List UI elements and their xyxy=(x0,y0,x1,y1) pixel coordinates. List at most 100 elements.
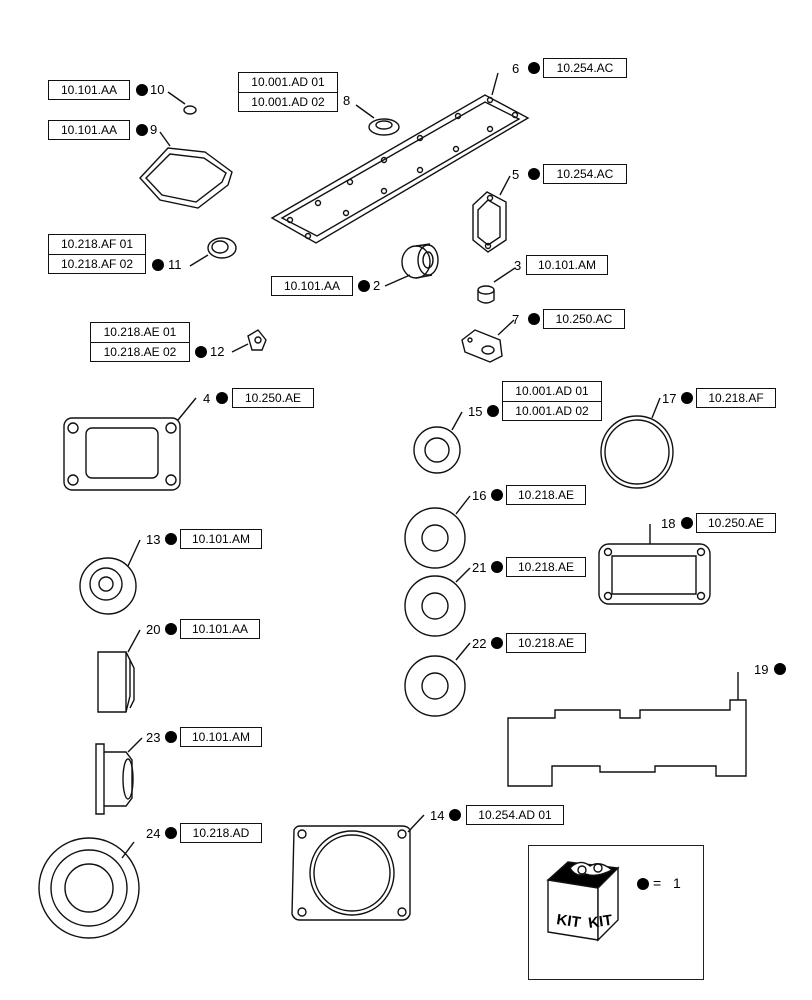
part-number: 5 xyxy=(512,167,520,182)
part-number: 9 xyxy=(150,122,158,137)
part-17-ring xyxy=(600,397,674,489)
part-24-seal xyxy=(38,837,140,939)
bullet-dot xyxy=(528,313,540,325)
part-number: 11 xyxy=(168,257,182,272)
ref-box: 10.250.AC xyxy=(543,309,625,329)
bullet-dot xyxy=(487,405,499,417)
part-number: 12 xyxy=(210,344,225,359)
bullet-dot xyxy=(136,124,148,136)
ref-line: 10.001.AD 02 xyxy=(515,404,589,418)
ref-box: 10.218.AE 01 10.218.AE 02 xyxy=(90,322,190,362)
bullet-dot xyxy=(528,168,540,180)
part-number: 18 xyxy=(661,516,676,531)
part-11-seal xyxy=(189,237,237,267)
part-number: 13 xyxy=(146,532,161,547)
ref-box: 10.001.AD 01 10.001.AD 02 xyxy=(238,72,338,112)
ref-line: 10.218.AF 02 xyxy=(60,257,134,271)
ref-box: 10.218.AE xyxy=(506,633,586,653)
part-number: 16 xyxy=(472,488,487,503)
part-16-washer xyxy=(404,495,471,569)
ref-line: 10.001.AD 01 xyxy=(503,382,601,402)
ref-box: 10.218.AD xyxy=(180,823,262,843)
kit-legend-box: = 1 xyxy=(528,845,704,980)
part-number: 22 xyxy=(472,636,487,651)
kit-label-right: KIT xyxy=(587,912,613,932)
part-number: 10 xyxy=(150,82,165,97)
bullet-dot xyxy=(165,533,177,545)
bullet-dot xyxy=(528,62,540,74)
part-20-cap xyxy=(97,629,141,713)
bullet-dot xyxy=(358,280,370,292)
ref-box: 10.101.AA xyxy=(48,120,130,140)
part-23-bushing xyxy=(95,737,143,815)
part-15-washer xyxy=(413,411,463,474)
part-8-seal-ring xyxy=(355,104,400,136)
bullet-dot xyxy=(774,663,786,675)
part-number: 14 xyxy=(430,808,445,823)
part-10-oring xyxy=(167,91,197,115)
part-number: 7 xyxy=(512,312,520,327)
ref-box: 10.250.AE xyxy=(232,388,314,408)
bullet-dot xyxy=(136,84,148,96)
ref-box: 10.101.AA xyxy=(271,276,353,296)
bullet-dot xyxy=(637,878,649,890)
part-2-injector-seal xyxy=(384,243,439,287)
ref-box: 10.250.AE xyxy=(696,513,776,533)
bullet-dot xyxy=(165,623,177,635)
part-number: 8 xyxy=(343,93,351,108)
part-number: 15 xyxy=(468,404,483,419)
ref-line: 10.001.AD 01 xyxy=(239,73,337,93)
bullet-dot xyxy=(491,561,503,573)
ref-box: 10.218.AE xyxy=(506,557,586,577)
part-19-flat-gasket xyxy=(507,672,747,787)
bullet-dot xyxy=(165,827,177,839)
part-22-washer xyxy=(404,642,471,717)
ref-line: 10.218.AE 01 xyxy=(91,323,189,343)
ref-line: 10.218.AF 01 xyxy=(49,235,145,255)
part-21-washer xyxy=(404,567,471,637)
legend-equals: = xyxy=(653,875,662,891)
ref-box: 10.254.AC xyxy=(543,58,627,78)
part-13-seal xyxy=(79,539,141,615)
part-9-seal xyxy=(139,131,233,209)
part-number: 24 xyxy=(146,826,161,841)
bullet-dot xyxy=(681,392,693,404)
ref-line: 10.218.AE 02 xyxy=(103,345,177,359)
part-number: 6 xyxy=(512,61,520,76)
part-6-cover-gasket xyxy=(270,72,530,244)
bullet-dot xyxy=(165,731,177,743)
bullet-dot xyxy=(681,517,693,529)
part-5-flange-gasket xyxy=(472,175,511,253)
part-number: 23 xyxy=(146,730,161,745)
part-number: 20 xyxy=(146,622,161,637)
part-4-turbo-gasket xyxy=(63,397,197,491)
ref-box: 10.218.AF xyxy=(696,388,776,408)
kit-box-illustration xyxy=(546,861,620,942)
part-14-exhaust-gasket xyxy=(291,814,425,921)
part-number: 21 xyxy=(472,560,487,575)
ref-box: 10.101.AA xyxy=(48,80,130,100)
part-3-grommet xyxy=(477,267,516,304)
part-number: 17 xyxy=(662,391,677,406)
kit-label-left: KIT xyxy=(555,911,581,931)
ref-box: 10.218.AE xyxy=(506,485,586,505)
part-number: 19 xyxy=(754,662,769,677)
ref-box: 10.101.AM xyxy=(526,255,608,275)
ref-line: 10.001.AD 02 xyxy=(251,95,325,109)
part-12-plug xyxy=(231,329,267,353)
part-number: 3 xyxy=(514,258,522,273)
bullet-dot xyxy=(195,346,207,358)
ref-box: 10.001.AD 01 10.001.AD 02 xyxy=(502,381,602,421)
part-number: 4 xyxy=(203,391,211,406)
part-18-gasket xyxy=(598,524,711,605)
part-7-gasket xyxy=(461,319,515,363)
bullet-dot xyxy=(216,392,228,404)
part-number: 2 xyxy=(373,278,381,293)
ref-box: 10.101.AM xyxy=(180,727,262,747)
ref-box: 10.101.AA xyxy=(180,619,260,639)
bullet-dot xyxy=(491,637,503,649)
ref-box: 10.254.AD 01 xyxy=(466,805,564,825)
ref-box: 10.218.AF 01 10.218.AF 02 xyxy=(48,234,146,274)
bullet-dot xyxy=(449,809,461,821)
ref-box: 10.101.AM xyxy=(180,529,262,549)
